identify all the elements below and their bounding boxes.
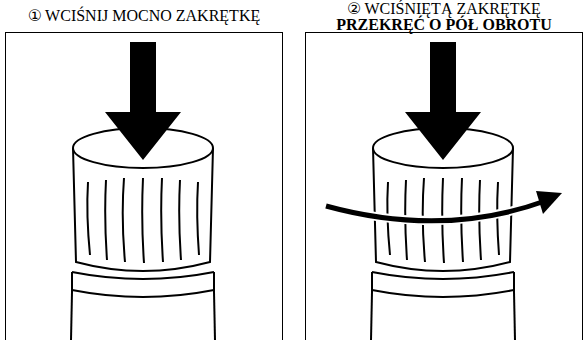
panel-frame [305, 32, 583, 340]
heading-line: ①WCIŚNIJ MOCNO ZAKRĘTKĘ [5, 8, 283, 24]
heading-line: PRZEKRĘĆ O PÓŁ OBROTU [305, 17, 583, 33]
instruction-text: PRZEKRĘĆ O PÓŁ OBROTU [336, 16, 552, 33]
panel-heading: ①WCIŚNIJ MOCNO ZAKRĘTKĘ [5, 8, 283, 24]
instruction-text: WCIŚNIJ MOCNO ZAKRĘTKĘ [45, 7, 260, 24]
heading-line: ②WCIŚNIĘTĄ ZAKRĘTKĘ [305, 1, 583, 17]
panel-frame [5, 32, 283, 340]
step-panel: ②WCIŚNIĘTĄ ZAKRĘTKĘPRZEKRĘĆ O PÓŁ OBROTU [305, 0, 583, 340]
panel-heading: ②WCIŚNIĘTĄ ZAKRĘTKĘPRZEKRĘĆ O PÓŁ OBROTU [305, 1, 583, 33]
instruction-text: WCIŚNIĘTĄ ZAKRĘTKĘ [364, 0, 540, 17]
step-number: ② [347, 0, 361, 18]
step-panel: ①WCIŚNIJ MOCNO ZAKRĘTKĘ [5, 0, 283, 340]
step-number: ① [28, 6, 42, 25]
